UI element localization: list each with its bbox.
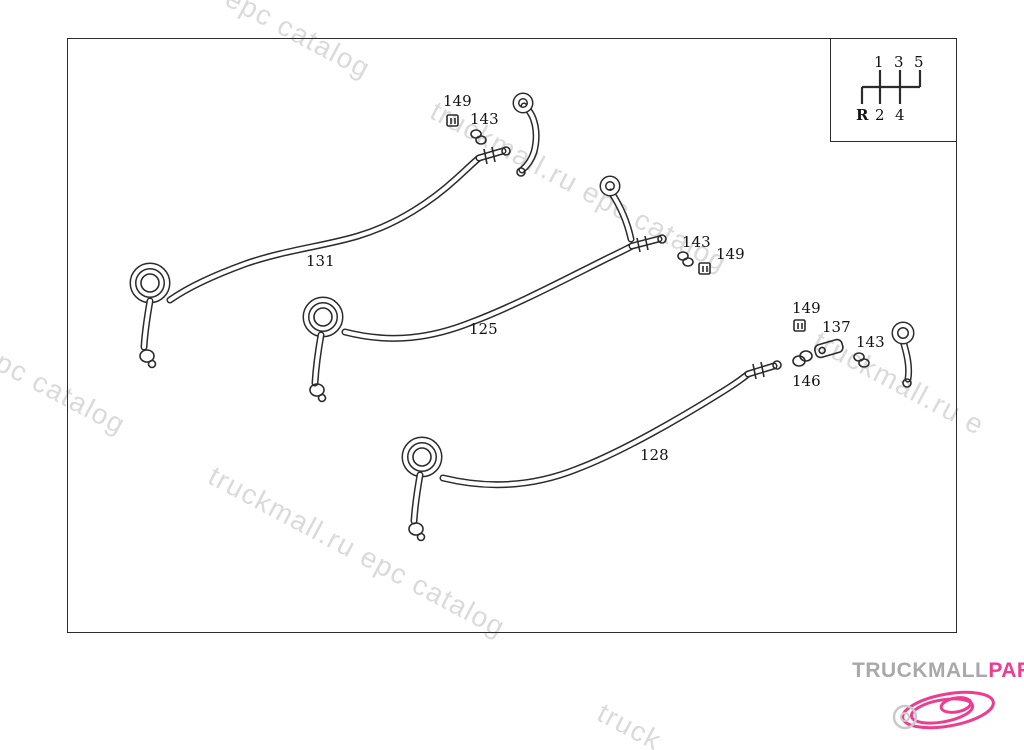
brand-logo: TRUCKMALLPARTS [852,659,1024,683]
gear-number-5: 5 [914,53,924,71]
part-label-146: 146 [792,372,821,390]
part-label-131: 131 [306,252,335,270]
part-label-149: 149 [792,299,821,317]
brand-logo-name: TRUCKMALL [852,659,989,682]
logo-wheel-icon [892,704,918,730]
gear-number-3: 3 [894,53,904,71]
logo-swirl-icon [901,690,995,730]
logo-wheel-hub-icon [900,712,910,722]
gear-number-r: R [856,106,869,124]
watermark-text: truck [592,697,668,750]
part-label-137: 137 [822,318,851,336]
part-label-143: 143 [856,333,885,351]
part-label-149: 149 [443,92,472,110]
part-label-125: 125 [469,320,498,338]
part-label-128: 128 [640,446,669,464]
brand-logo-suffix: PARTS [988,659,1024,682]
diagram-border [67,38,957,633]
gear-number-2: 2 [875,106,885,124]
gear-number-4: 4 [895,106,905,124]
part-label-149: 149 [716,245,745,263]
part-label-143: 143 [682,233,711,251]
gear-number-1: 1 [874,53,884,71]
shift-pattern-box [830,38,957,142]
part-label-143: 143 [470,110,499,128]
